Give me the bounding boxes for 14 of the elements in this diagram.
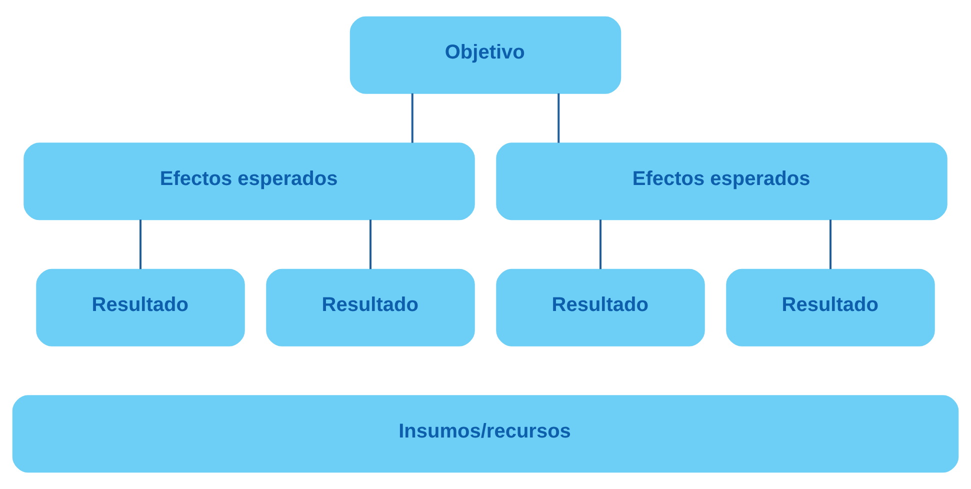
- node-box: Resultado: [36, 268, 245, 346]
- connector: [140, 220, 142, 270]
- node-box: Resultado: [496, 268, 705, 346]
- connector: [830, 220, 832, 270]
- node-box: Resultado: [266, 268, 475, 346]
- node-box: Efectos esperados: [496, 142, 948, 220]
- connector: [370, 220, 372, 270]
- node-box: Objetivo: [350, 16, 622, 94]
- node-box: Efectos esperados: [24, 142, 475, 220]
- node-box: Insumos/recursos: [12, 395, 959, 473]
- connector: [558, 93, 560, 143]
- connector: [600, 220, 602, 270]
- node-box: Resultado: [726, 268, 935, 346]
- connector: [411, 93, 414, 143]
